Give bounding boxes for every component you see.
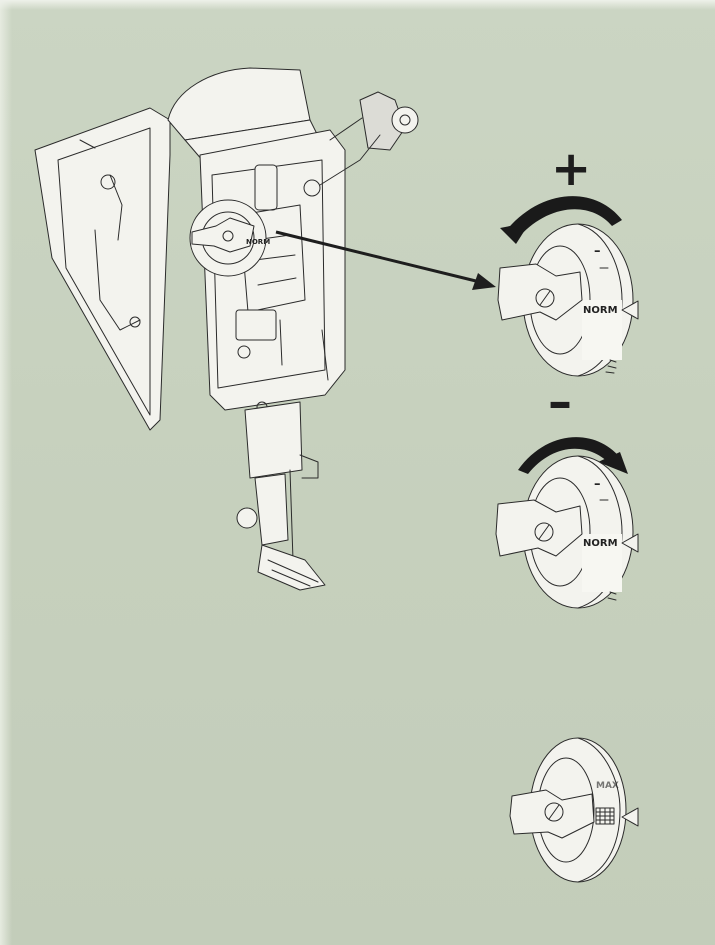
dial-max: MAX bbox=[509, 737, 639, 883]
grid-stitch-icon bbox=[595, 807, 615, 825]
sewing-machine-head: NORM bbox=[34, 67, 496, 591]
inset-dial: NORM bbox=[189, 199, 270, 277]
dial-plus-minus-mark: – bbox=[594, 244, 601, 259]
dial-minus-norm-label: NORM bbox=[583, 538, 618, 549]
dial-plus: NORM + bbox=[497, 141, 639, 377]
plus-rotation-symbol: + bbox=[551, 141, 591, 197]
dial-minus: NORM – bbox=[495, 374, 639, 609]
inset-dial-label: NORM bbox=[246, 238, 270, 246]
dial-plus-norm-label: NORM bbox=[583, 305, 618, 316]
minus-rotation-symbol: – bbox=[548, 374, 572, 430]
dial-minus-minus-mark: – bbox=[594, 477, 601, 492]
dial-max-label: MAX bbox=[596, 781, 619, 791]
